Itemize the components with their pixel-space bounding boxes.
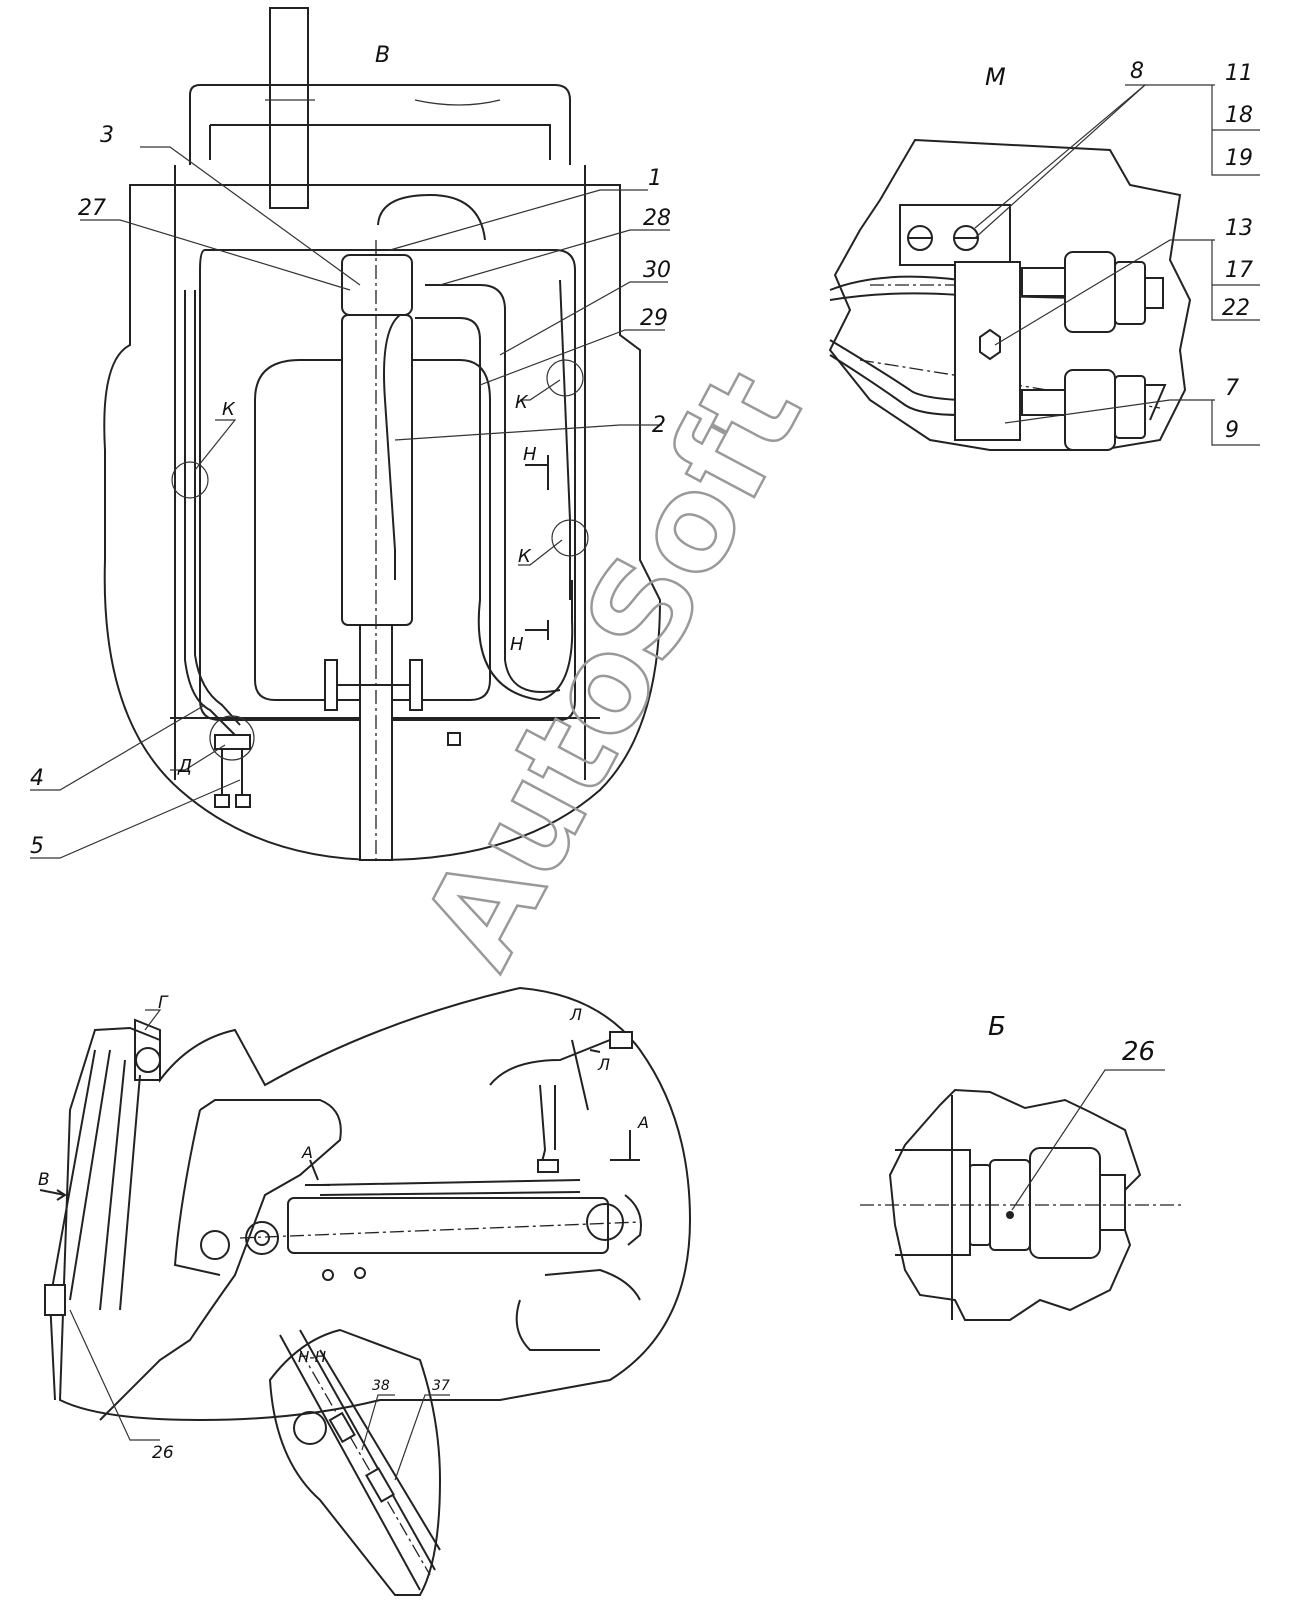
section-mark-h-bottom: Н xyxy=(510,634,524,655)
boom-cylinder xyxy=(287,1197,609,1254)
callout-1: 1 xyxy=(648,166,662,191)
side-frames xyxy=(174,165,586,780)
body-outline xyxy=(103,184,662,862)
section-mark-h-top: Н xyxy=(523,444,537,465)
pipe-4 xyxy=(184,290,236,736)
callout-k-right-top: К xyxy=(515,392,529,413)
view-label-v: В xyxy=(375,43,390,68)
callout-m-17: 17 xyxy=(1225,258,1253,283)
front-view xyxy=(30,7,670,862)
boom-arm xyxy=(99,1099,342,1421)
pipe-5 xyxy=(221,749,243,800)
boom-tubes xyxy=(48,1049,141,1401)
callout-d: Д xyxy=(177,756,192,777)
callout-27: 27 xyxy=(78,196,106,221)
callout-m-11: 11 xyxy=(1225,61,1253,86)
callout-3: 3 xyxy=(100,123,114,148)
fitting-upper xyxy=(1064,251,1116,333)
view-arrow-v: В xyxy=(38,1170,50,1190)
cylinder-head xyxy=(341,254,413,316)
callout-k-left: К xyxy=(222,399,236,420)
callout-m-22: 22 xyxy=(1222,296,1250,321)
callout-m-8: 8 xyxy=(1130,59,1144,84)
tank-window xyxy=(254,359,491,701)
fitting-lower xyxy=(1064,369,1116,451)
section-nn-breakout xyxy=(268,1328,442,1596)
callout-30: 30 xyxy=(643,258,671,283)
view-label-b: Б xyxy=(988,1012,1006,1042)
detail-m xyxy=(828,84,1260,451)
top-frame xyxy=(189,84,571,165)
detail-b xyxy=(860,1069,1185,1321)
callout-g: Г xyxy=(158,993,169,1013)
section-mark-l-bottom: Л xyxy=(597,1055,610,1074)
callout-4: 4 xyxy=(30,766,44,791)
section-mark-a-left: А xyxy=(301,1143,313,1162)
pipe-30 xyxy=(425,284,561,693)
view-label-m: М xyxy=(985,63,1006,91)
callout-m-13: 13 xyxy=(1225,216,1253,241)
callout-k-right-bottom: К xyxy=(518,546,532,567)
clamp-block-13 xyxy=(954,261,1021,441)
upper-post xyxy=(269,7,309,209)
callout-2: 2 xyxy=(652,413,666,438)
callout-29: 29 xyxy=(640,306,668,331)
callout-5: 5 xyxy=(30,834,44,859)
side-view xyxy=(39,986,692,1441)
top-frame-inner xyxy=(209,124,551,160)
pipe-2 xyxy=(383,314,401,580)
side-view-breakout xyxy=(58,986,692,1422)
callout-m-9: 9 xyxy=(1225,418,1239,443)
tank-outline xyxy=(199,249,576,721)
cylinder-body xyxy=(341,314,413,626)
callout-28: 28 xyxy=(643,206,671,231)
section-mark-a-right: А xyxy=(637,1113,649,1132)
section-nn xyxy=(268,1328,450,1596)
callout-m-18: 18 xyxy=(1225,103,1253,128)
pipe-29 xyxy=(415,317,574,702)
section-mark-l-top: Л xyxy=(569,1005,582,1024)
callout-b-26: 26 xyxy=(1122,1037,1155,1067)
detail-b-breakout xyxy=(888,1088,1142,1321)
callout-m-19: 19 xyxy=(1225,146,1253,171)
callout-side-26: 26 xyxy=(152,1443,174,1463)
view-label-nn: Н-Н xyxy=(298,1348,326,1366)
callout-38: 38 xyxy=(372,1378,390,1394)
callout-m-7: 7 xyxy=(1225,376,1239,401)
callout-37: 37 xyxy=(432,1378,450,1394)
watermark: AutoSoft xyxy=(393,348,831,990)
